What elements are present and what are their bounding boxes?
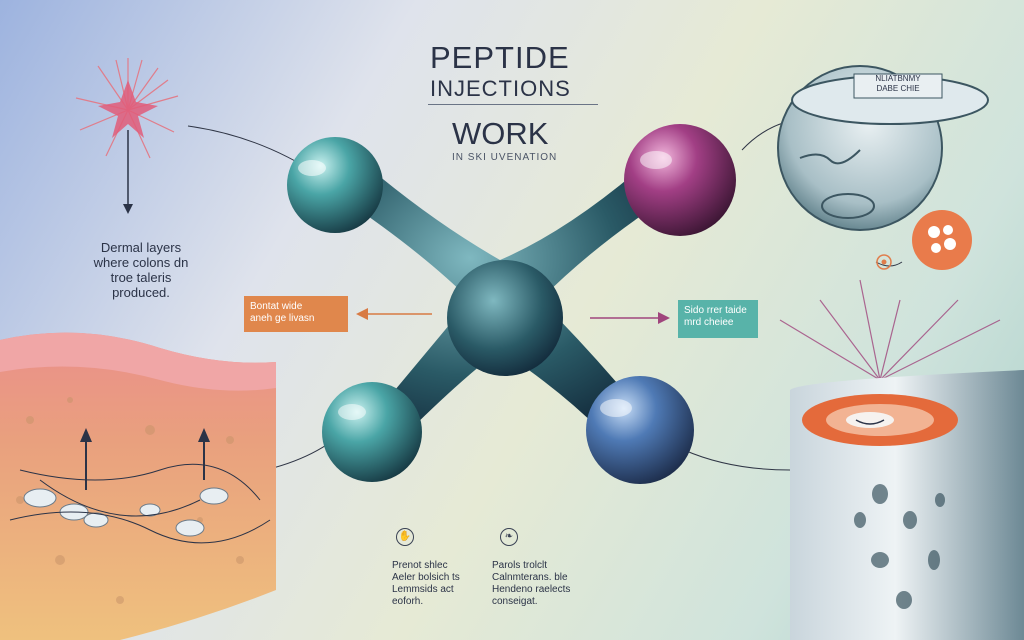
left-callout-line: Bontat wide (250, 301, 303, 312)
title-divider (428, 104, 598, 105)
skin-layers-illustration (0, 332, 276, 640)
caption-line: Calnmterans. ble (492, 572, 568, 583)
connector-line (875, 261, 903, 267)
subtitle: IN SKI UVENATION (452, 152, 558, 163)
dermal-line: produced. (112, 285, 170, 300)
starburst-icon (75, 58, 179, 214)
caption-line: conseigat. (492, 596, 538, 607)
sphere-inset-illustration (777, 65, 989, 231)
caption-line: Parols trolclt (492, 560, 548, 571)
title-line-2: INJECTIONS (430, 76, 571, 101)
peptide-molecule (287, 124, 736, 484)
dermal-line: where colons dn (93, 255, 189, 270)
dermal-line: troe taleris (110, 270, 172, 285)
bottom-left-caption: Prenot shlec Aeler bolsich ts Lemmsids a… (392, 560, 492, 608)
dermal-line: Dermal layers (100, 240, 182, 255)
follicle-illustration (779, 279, 1024, 640)
caption-line: Prenot shlec (392, 560, 448, 571)
dermal-layers-label: Dermal layers where colons dn troe taler… (82, 240, 200, 300)
caption-line: Hendeno raelects (492, 584, 571, 595)
right-callout-line: Sido rrer taide (684, 305, 747, 316)
inset-label-line: DABE CHIE (876, 84, 920, 93)
inset-label-line: NLIATBNMY (875, 74, 921, 83)
molecule-node-teal-bottom (322, 382, 422, 482)
collagen-icon (912, 210, 972, 270)
right-callout-line: mrd cheiee (684, 317, 734, 328)
left-callout-line: aneh ge livasn (250, 313, 315, 324)
molecule-node-teal (287, 137, 383, 233)
left-callout-box: Bontat wide aneh ge livasn (244, 296, 348, 332)
molecule-node-magenta (624, 124, 736, 236)
connector-line (683, 449, 791, 471)
hand-care-icon: ✋ (396, 528, 414, 546)
caption-line: Aeler bolsich ts (392, 572, 460, 583)
bottom-right-caption: Parols trolclt Calnmterans. ble Hendeno … (492, 560, 592, 608)
molecule-node-blue (586, 376, 694, 484)
inset-label: NLIATBNMY DABE CHIE (854, 74, 942, 94)
caption-line: Lemmsids act (392, 584, 454, 595)
right-callout-box: Sido rrer taide mrd cheiee (678, 300, 758, 338)
title-line-1: PEPTIDE (430, 40, 570, 75)
leaf-icon: ❧ (500, 528, 518, 546)
hand-icon (876, 254, 892, 270)
title-line-3: WORK (452, 116, 549, 151)
molecule-center (447, 260, 563, 376)
caption-line: eoforh. (392, 596, 424, 607)
